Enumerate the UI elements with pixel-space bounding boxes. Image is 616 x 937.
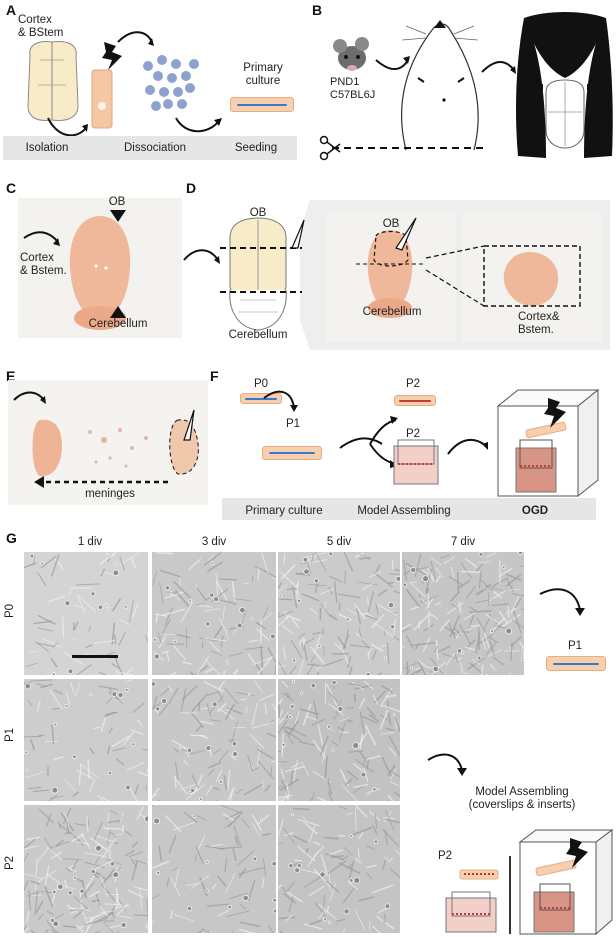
row-p1-label: P1	[4, 727, 16, 742]
panel-label-b: B	[312, 2, 323, 18]
panel-f-illustration	[222, 388, 600, 520]
brain-cortex-icon	[27, 41, 79, 121]
micrograph-texture	[278, 679, 400, 801]
day-1-label: 1 div	[77, 536, 103, 548]
panel-label-f: F	[210, 368, 219, 384]
scale-bar	[72, 655, 118, 658]
cerebellum-label-c: Cerebellum	[88, 318, 148, 330]
ob-label-c: OB	[108, 196, 126, 208]
panel-g-assembly-illustration	[445, 829, 614, 936]
panel-label-d: D	[186, 180, 197, 196]
micrograph-p0-5div	[278, 552, 400, 675]
cortex-bstem-label: Cortex & BStem	[18, 14, 64, 40]
model-assembling-label: Model Assembling (coverslips & inserts)	[468, 786, 576, 812]
micrograph-texture	[24, 552, 148, 675]
day-5-label: 5 div	[326, 536, 352, 548]
arrow-to-p1	[539, 588, 585, 616]
p1-dish-g	[546, 656, 606, 671]
panel-e-illustration	[8, 380, 208, 505]
day-7-label: 7 div	[450, 536, 476, 548]
p2-label-a: P2	[406, 378, 421, 390]
panel-label-c: C	[6, 180, 17, 196]
micrograph-texture	[24, 679, 148, 801]
p0-label: P0	[254, 378, 269, 390]
panel-label-e: E	[6, 368, 16, 384]
micrograph-p2-3div	[152, 805, 276, 933]
ob-label-d: OB	[249, 207, 267, 219]
micrograph-p1-5div	[278, 679, 400, 801]
step-model-assembling: Model Assembling	[357, 505, 451, 517]
arrow-to-assembling	[427, 753, 467, 776]
primary-culture-dish	[230, 97, 294, 112]
row-p0-label: P0	[4, 603, 16, 618]
primary-culture-label: Primary culture	[243, 62, 283, 88]
micrograph-p2-1div	[24, 805, 148, 933]
panel-b-illustration	[319, 12, 613, 161]
p2-label-b: P2	[406, 428, 421, 440]
mouse-strain-label: PND1 C57BL6J	[330, 76, 376, 101]
step-dissociation: Dissociation	[124, 142, 186, 154]
step-ogd: OGD	[521, 505, 549, 517]
day-3-label: 3 div	[201, 536, 227, 548]
p0-dish	[240, 393, 282, 404]
ob-label-photo: OB	[382, 218, 400, 230]
panel-a-illustration	[27, 31, 222, 137]
panel-a-step-bar	[3, 136, 297, 160]
micrograph-p0-1div	[24, 552, 148, 675]
brain-photo-c	[18, 198, 182, 338]
panel-label-g: G	[6, 530, 17, 546]
micrograph-texture	[278, 805, 400, 933]
micrograph-p0-7div	[402, 552, 524, 675]
micrograph-texture	[24, 806, 148, 933]
p1-label-f: P1	[286, 418, 301, 430]
p2-label-g-left: P2	[438, 850, 453, 862]
cerebellum-label-photo: Cerebellum	[362, 306, 422, 318]
mouse-icon	[333, 37, 369, 71]
row-p2-label: P2	[4, 855, 16, 870]
step-seeding: Seeding	[234, 142, 278, 154]
micrograph-texture	[402, 552, 524, 675]
step-primary-culture: Primary culture	[245, 505, 323, 517]
p1-label-g: P1	[568, 640, 583, 652]
scissors-icon	[319, 135, 341, 161]
micrograph-p1-3div	[152, 679, 276, 801]
panel-d-illustration	[183, 200, 610, 350]
cerebellum-label-d: Cerebellum	[228, 329, 288, 341]
meninges-label: meninges	[85, 488, 135, 500]
cortex-label-c: Cortex & Bstem.	[20, 252, 67, 278]
micrograph-texture	[278, 552, 400, 675]
micrograph-p0-3div	[152, 552, 276, 675]
micrograph-p1-1div	[24, 679, 148, 801]
step-isolation: Isolation	[25, 142, 69, 154]
p1-dish-f	[262, 446, 322, 460]
panel-label-a: A	[6, 2, 17, 18]
micrograph-texture	[152, 805, 276, 933]
panel-c-markers	[23, 210, 126, 318]
p2-coverslip	[394, 395, 436, 406]
micrograph-texture	[152, 552, 276, 675]
cortex-label-photo: Cortex& Bstem.	[518, 311, 560, 337]
micrograph-texture	[152, 680, 276, 801]
micrograph-p2-5div	[278, 805, 400, 933]
